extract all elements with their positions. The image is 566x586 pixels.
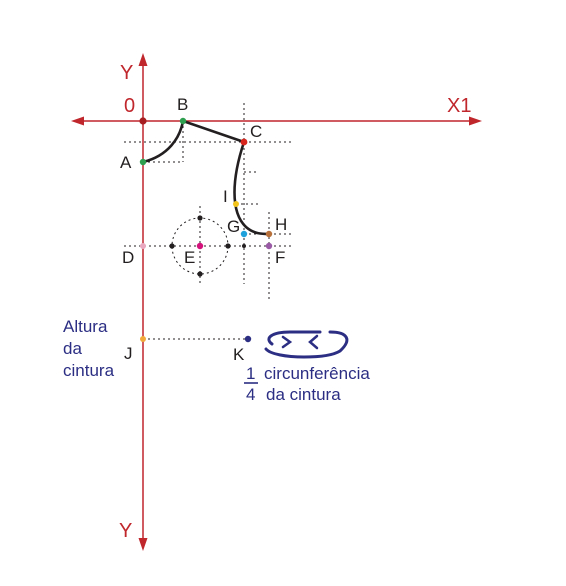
arrow-arc-bottom: [264, 330, 349, 359]
waist-height-line1: Altura: [63, 317, 108, 336]
point-c: [240, 138, 248, 146]
arrow-head-left: [281, 335, 293, 349]
point-e: [196, 242, 204, 250]
circle-top-dot: [197, 215, 203, 221]
label-k: K: [233, 345, 245, 364]
point-i: [233, 201, 239, 207]
label-c: C: [250, 122, 262, 141]
label-f: F: [275, 248, 285, 267]
c-intersection-dot: [242, 244, 246, 248]
x-axis-label: X1: [447, 95, 471, 117]
quarter-circumference-note: 1 4 circunferência da cintura: [244, 364, 370, 404]
point-d: [140, 243, 146, 249]
circle-left-dot: [169, 243, 175, 249]
y-axis-label-top: Y: [120, 62, 133, 84]
waist-height-note: Altura da cintura: [63, 317, 115, 380]
label-j: J: [124, 344, 133, 363]
shoulder-line-b-c: [181, 119, 246, 144]
point-h: [265, 230, 273, 238]
point-f: [265, 242, 273, 250]
circle-right-dot: [225, 243, 231, 249]
origin-label: 0: [124, 95, 135, 117]
point-k: [244, 335, 252, 343]
neck-curve-a-b: [141, 119, 185, 164]
point-b: [179, 117, 187, 125]
fraction-denominator: 4: [246, 385, 255, 404]
construction-lines: [124, 103, 293, 340]
point-a: [139, 158, 147, 166]
origin-point: [139, 117, 147, 125]
y-axis-arrow-top: [138, 53, 148, 66]
fraction-numerator: 1: [246, 364, 255, 383]
y-axis-arrow-bottom: [138, 538, 148, 551]
arrow-arc-top: [267, 330, 322, 346]
quarter-text-line1: circunferência: [264, 364, 370, 383]
circumference-arrows-icon: [264, 330, 349, 359]
label-a: A: [120, 153, 132, 172]
label-h: H: [275, 215, 287, 234]
label-d: D: [122, 248, 134, 267]
circle-bottom-dot: [197, 271, 203, 277]
armhole-curve-c-h: [233, 140, 271, 236]
label-i: I: [223, 187, 228, 206]
construction-dots: [169, 215, 246, 277]
label-b: B: [177, 95, 188, 114]
waist-height-line3: cintura: [63, 361, 115, 380]
x-axis-arrow-right: [469, 116, 482, 126]
arrow-head-right: [308, 334, 319, 350]
y-axis-label-bottom: Y: [119, 520, 132, 542]
label-e: E: [184, 248, 195, 267]
label-g: G: [227, 217, 240, 236]
axes: [71, 53, 482, 551]
waist-height-line2: da: [63, 339, 82, 358]
point-g: [240, 230, 248, 238]
quarter-text-line2: da cintura: [266, 385, 341, 404]
point-j: [140, 336, 146, 342]
pattern-outline: [141, 119, 271, 236]
points: [139, 117, 273, 343]
x-axis-arrow-left: [71, 116, 84, 126]
